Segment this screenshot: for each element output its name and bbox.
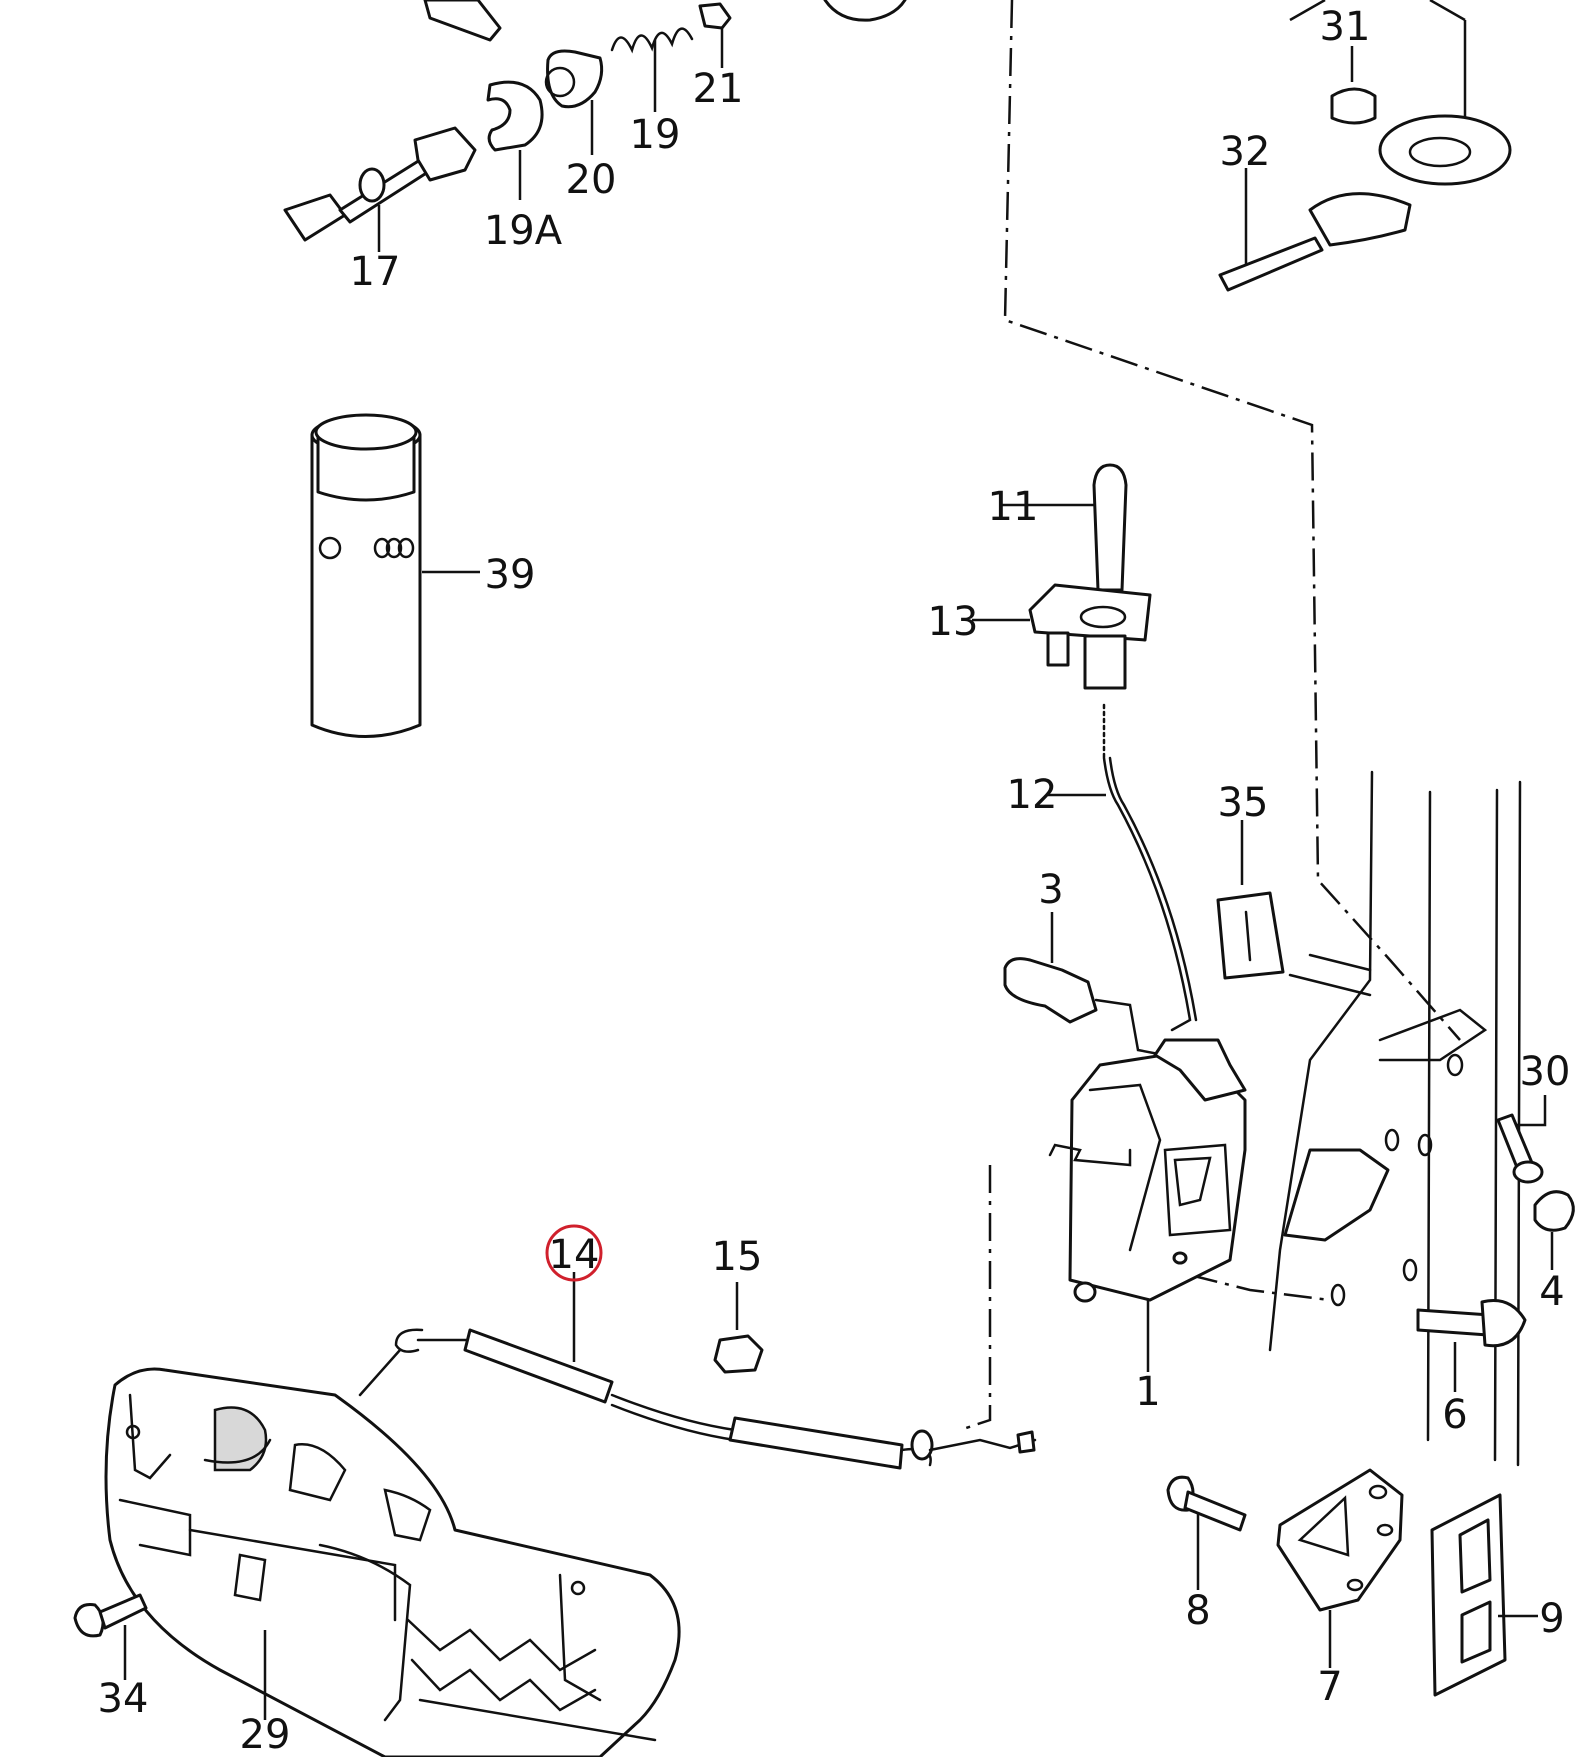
callout-3: 3 [1038, 867, 1063, 913]
lock-cylinder-group [283, 0, 907, 252]
callout-4: 4 [1539, 1269, 1564, 1315]
ring-19A [486, 80, 544, 152]
bezel-13 [1028, 583, 1152, 642]
callout-15: 15 [712, 1234, 763, 1280]
screw-8 [1166, 1475, 1247, 1590]
door-frame [1268, 770, 1522, 1467]
switch-3 [1003, 912, 1192, 1062]
assembly-dash-lines [959, 0, 1461, 1432]
callout-17: 17 [350, 249, 401, 295]
handle-housing-29 [104, 1348, 681, 1757]
key-bow-32 [1308, 192, 1412, 247]
clip-part-top [423, 0, 502, 42]
callout-6: 6 [1442, 1392, 1467, 1438]
fob-body-32 [1378, 114, 1512, 186]
callout-11: 11 [988, 484, 1039, 530]
bolt-6 [1416, 1299, 1527, 1392]
pad-35 [1216, 820, 1285, 980]
callout-13: 13 [928, 599, 979, 645]
key-collar-17 [358, 167, 386, 203]
screw-34 [73, 1593, 148, 1680]
callout-19: 19 [630, 112, 681, 158]
part-21 [698, 2, 732, 30]
key-blade-32 [1218, 236, 1324, 292]
callout-14: 14 [549, 1232, 600, 1278]
callout-8: 8 [1185, 1588, 1210, 1634]
clip-15 [713, 1282, 764, 1374]
callout-labels: 17 19A 20 19 21 31 32 39 11 13 12 35 3 3… [98, 4, 1571, 1757]
callout-20: 20 [566, 157, 617, 203]
lock-1 [1048, 1038, 1247, 1372]
callout-32: 32 [1220, 129, 1271, 175]
knob-top-partial [823, 0, 907, 22]
key-group [1218, 0, 1512, 292]
cam-20-face [544, 66, 576, 98]
bracket-7 [1276, 1468, 1404, 1668]
callout-29: 29 [240, 1712, 291, 1757]
callout-7: 7 [1317, 1664, 1342, 1710]
key-head-17 [283, 193, 347, 242]
callout-19A: 19A [484, 208, 563, 254]
callout-31: 31 [1320, 4, 1371, 50]
callout-21: 21 [693, 66, 744, 112]
cap-31 [1330, 87, 1377, 125]
cylinder-17 [413, 126, 477, 182]
callout-34: 34 [98, 1676, 149, 1722]
cable-14 [394, 1272, 1037, 1470]
callout-39: 39 [485, 552, 536, 598]
striker-9 [1430, 1493, 1538, 1697]
screw-30-and-cap-4 [1496, 1095, 1575, 1270]
lock-knob-group [972, 463, 1198, 1032]
knob-rod-11 [1092, 463, 1128, 592]
callout-35: 35 [1218, 780, 1269, 826]
spray-can-39 [310, 413, 480, 738]
callout-12: 12 [1007, 772, 1058, 818]
callout-9: 9 [1539, 1596, 1564, 1642]
highlight-circle-14 [545, 1224, 603, 1282]
spring-19 [610, 27, 694, 54]
callout-1: 1 [1135, 1369, 1160, 1415]
callout-30: 30 [1520, 1049, 1571, 1095]
